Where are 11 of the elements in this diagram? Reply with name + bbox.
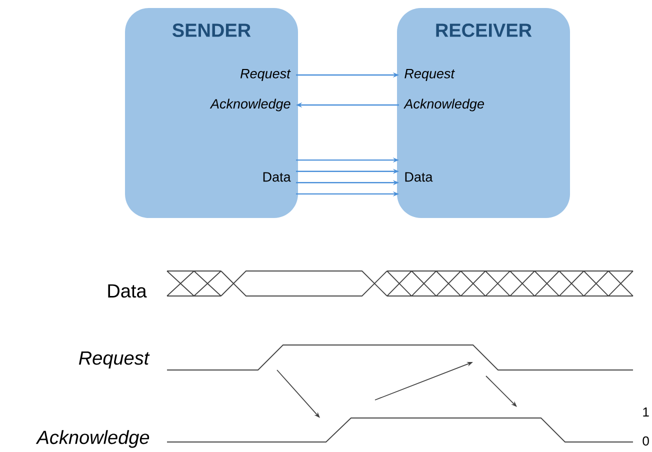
signal-label: Data (405, 172, 433, 182)
signal-name: Data (108, 284, 147, 298)
level-label: 0 (642, 436, 649, 446)
signal-label: Acknowledge (404, 98, 484, 112)
level-label: 1 (643, 408, 649, 416)
signal-name: Request (78, 352, 150, 368)
signal-label: Data (263, 172, 291, 182)
signal-label: Request (404, 68, 455, 82)
signal-name: Acknowledge (36, 430, 150, 448)
signal-label: Acknowledge (210, 98, 290, 112)
signal-label: Request (240, 68, 291, 82)
